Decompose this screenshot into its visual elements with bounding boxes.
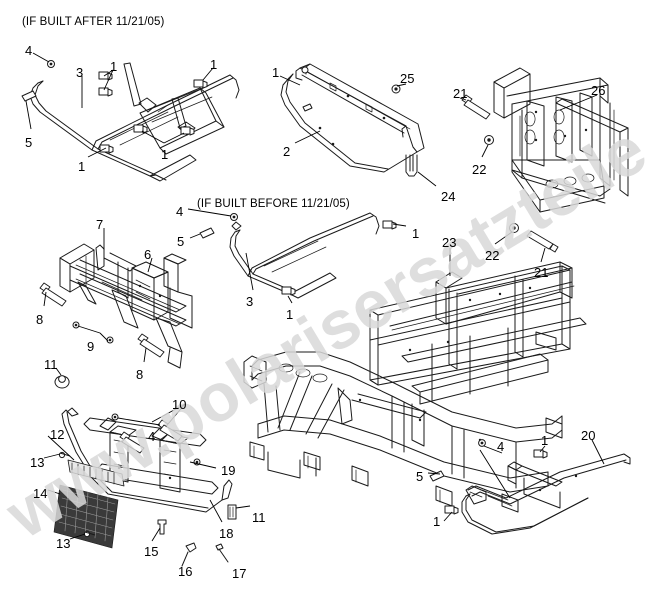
callout-1: 1: [210, 57, 218, 72]
callout-17: 17: [232, 566, 247, 581]
callout-5: 5: [177, 234, 185, 249]
assembly-rear-rack-after: [21, 52, 240, 182]
assembly-main-frame: [243, 248, 587, 513]
callout-3: 3: [246, 294, 254, 309]
callout-2: 2: [283, 144, 291, 159]
callout-1: 1: [78, 159, 86, 174]
callout-22: 22: [485, 248, 500, 263]
callout-5: 5: [25, 135, 33, 150]
callout-21: 21: [453, 86, 468, 101]
callout-4: 4: [25, 43, 33, 58]
callout-9: 9: [87, 339, 95, 354]
callout-1: 1: [110, 59, 118, 74]
callout-4: 4: [176, 204, 184, 219]
callout-12: 12: [50, 427, 65, 442]
callout-18: 18: [219, 526, 234, 541]
callout-1: 1: [433, 514, 441, 529]
assembly-rear-subframe: [459, 67, 629, 263]
callout-3: 3: [76, 65, 84, 80]
callout-11: 11: [252, 510, 266, 525]
callout-5: 5: [416, 469, 424, 484]
callout-7: 7: [96, 217, 104, 232]
assembly-rear-rack-before: [187, 208, 407, 304]
callout-25: 25: [400, 71, 415, 86]
callout-10: 10: [172, 397, 187, 412]
callout-4: 4: [148, 429, 156, 444]
callout-13: 13: [30, 455, 45, 470]
assembly-side-rail: [427, 439, 631, 535]
assembly-front-bumper: [43, 403, 251, 567]
callout-11: 11: [44, 357, 58, 372]
callout-21: 21: [534, 265, 549, 280]
callout-8: 8: [36, 312, 44, 327]
callout-22: 22: [472, 162, 487, 177]
callout-13: 13: [56, 536, 71, 551]
caption-built-after: (IF BUILT AFTER 11/21/05): [22, 16, 165, 28]
callout-26: 26: [591, 83, 606, 98]
callout-6: 6: [144, 247, 152, 262]
callout-24: 24: [441, 189, 456, 204]
callout-1: 1: [286, 307, 294, 322]
callout-14: 14: [33, 486, 48, 501]
callout-1: 1: [541, 433, 549, 448]
assembly-front-subframe: [39, 228, 193, 389]
callout-20: 20: [581, 428, 596, 443]
callout-23: 23: [442, 235, 457, 250]
callout-16: 16: [178, 564, 193, 579]
callout-4: 4: [497, 439, 505, 454]
assembly-bed-rail: [279, 63, 437, 187]
callout-19: 19: [221, 463, 236, 478]
callout-1: 1: [272, 65, 280, 80]
callout-8: 8: [136, 367, 144, 382]
callout-1: 1: [161, 147, 169, 162]
caption-built-before: (IF BUILT BEFORE 11/21/05): [197, 198, 350, 210]
callout-15: 15: [144, 544, 159, 559]
callout-1: 1: [412, 226, 420, 241]
